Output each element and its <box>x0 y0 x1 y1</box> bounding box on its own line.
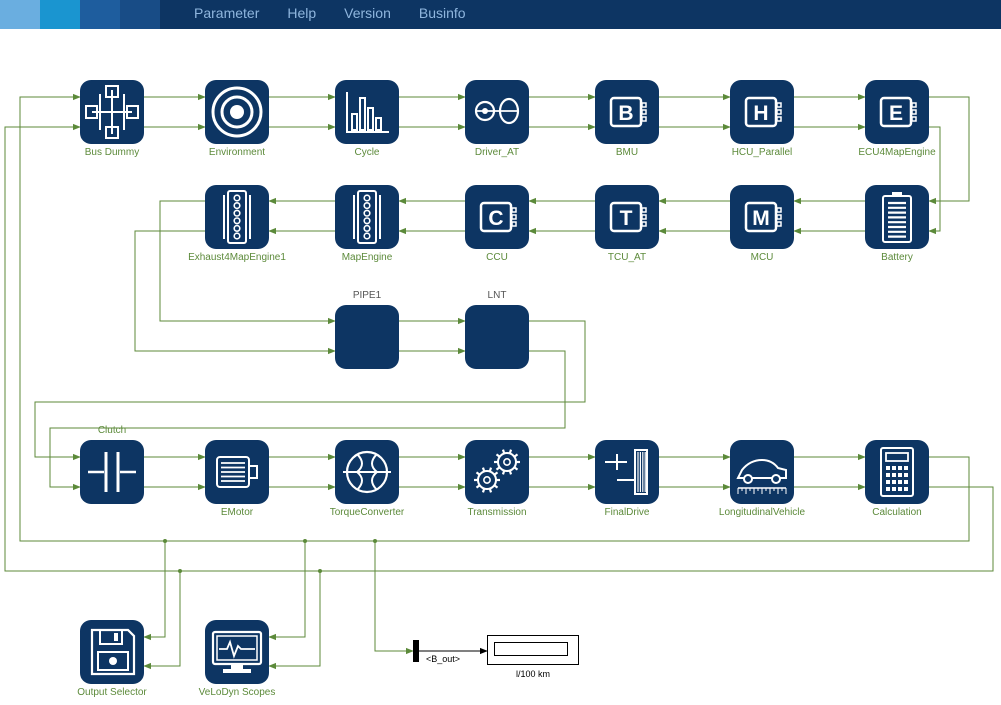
junction-4 <box>178 569 182 573</box>
clutch-label: Clutch <box>97 425 127 436</box>
junction-2 <box>303 539 307 543</box>
menu-businfo[interactable]: Businfo <box>418 5 466 21</box>
svg-text:T: T <box>620 207 633 230</box>
wire-out-sel-a <box>143 541 166 641</box>
wire-r1-r2-b <box>928 126 941 235</box>
cycle-block[interactable] <box>335 80 399 144</box>
display-label: l/100 km <box>515 669 550 679</box>
driver-at-block[interactable] <box>465 80 529 144</box>
ccu-block[interactable]: C <box>465 185 529 249</box>
junction-3 <box>373 539 377 543</box>
accent-square-2 <box>40 0 80 29</box>
bmu-block[interactable]: B <box>595 80 659 144</box>
environment-label: Environment <box>208 147 266 158</box>
battery-block[interactable] <box>865 185 929 249</box>
output-selector-block[interactable] <box>80 620 144 684</box>
wire-r2-pipe-a <box>159 200 336 325</box>
transmission-label: Transmission <box>467 507 527 518</box>
menu-version[interactable]: Version <box>344 5 391 21</box>
torque-converter-label: TorqueConverter <box>329 507 405 518</box>
accent-square-4 <box>120 0 160 29</box>
finaldrive-label: FinalDrive <box>604 507 650 518</box>
top-menu-bar: Parameter Help Version Businfo <box>0 0 1001 29</box>
wire-scope-a <box>268 541 306 641</box>
hcu-parallel-label: HCU_Parallel <box>731 147 793 158</box>
display-value <box>494 642 568 656</box>
pipe1-block[interactable] <box>335 305 399 369</box>
svg-text:M: M <box>752 207 770 230</box>
svg-text:E: E <box>889 102 903 125</box>
bus-dummy-block[interactable] <box>80 80 144 144</box>
wire-r1-r2-a <box>928 96 970 205</box>
menu-parameter[interactable]: Parameter <box>194 5 260 21</box>
wire-feedback-b <box>4 123 994 572</box>
lnt-label: LNT <box>487 290 507 301</box>
svg-text:H: H <box>753 102 768 125</box>
battery-label: Battery <box>881 252 913 263</box>
exhaust4mapengine1-label: Exhaust4MapEngine1 <box>188 252 286 263</box>
longitudinal-vehicle-label: LongitudinalVehicle <box>718 507 806 518</box>
junction-1 <box>163 539 167 543</box>
bus-dummy-label: Bus Dummy <box>84 147 140 158</box>
accent-square-3 <box>80 0 120 29</box>
driver-at-label: Driver_AT <box>474 147 520 158</box>
mcu-label: MCU <box>750 252 774 263</box>
wire-r2-pipe-b <box>134 230 336 355</box>
ecu4mapengine-label: ECU4MapEngine <box>858 147 936 158</box>
bus-selector-signal: <B_out> <box>426 654 461 664</box>
environment-block[interactable] <box>205 80 269 144</box>
clutch-block[interactable] <box>80 440 144 504</box>
wire-feedback-a <box>19 93 970 542</box>
display-block[interactable] <box>487 635 579 665</box>
ccu-label: CCU <box>486 252 508 263</box>
bus-selector[interactable] <box>413 640 419 662</box>
transmission-block[interactable] <box>465 440 529 504</box>
exhaust4mapengine1-block[interactable] <box>205 185 269 249</box>
finaldrive-block[interactable] <box>595 440 659 504</box>
torque-converter-block[interactable] <box>335 440 399 504</box>
output-selector-label: Output Selector <box>77 687 147 698</box>
pipe1-label: PIPE1 <box>352 290 382 301</box>
calculation-block[interactable] <box>865 440 929 504</box>
wire-out-sel-b <box>143 571 181 670</box>
accent-square-1 <box>0 0 40 29</box>
cycle-label: Cycle <box>354 147 380 158</box>
hcu-parallel-block[interactable]: H <box>730 80 794 144</box>
wire-lnt-clutch-b <box>49 350 566 491</box>
mcu-block[interactable]: M <box>730 185 794 249</box>
longitudinal-vehicle-block[interactable] <box>730 440 794 504</box>
wire-bus-sel <box>374 541 414 655</box>
calculation-label: Calculation <box>872 507 922 518</box>
lnt-block[interactable] <box>465 305 529 369</box>
menu-help[interactable]: Help <box>287 5 317 21</box>
ecu4mapengine-block[interactable]: E <box>865 80 929 144</box>
velodyn-scopes-block[interactable] <box>205 620 269 684</box>
velodyn-scopes-label: VeLoDyn Scopes <box>198 687 276 698</box>
tcu-at-label: TCU_AT <box>607 252 647 263</box>
svg-text:B: B <box>618 102 633 125</box>
bmu-label: BMU <box>615 147 639 158</box>
menu: Parameter Help Version Businfo <box>180 0 480 29</box>
tcu-at-block[interactable]: T <box>595 185 659 249</box>
emotor-label: EMotor <box>220 507 254 518</box>
wire-scope-b <box>268 571 321 670</box>
mapengine-label: MapEngine <box>341 252 393 263</box>
junction-5 <box>318 569 322 573</box>
mapengine-block[interactable] <box>335 185 399 249</box>
svg-text:C: C <box>488 207 503 230</box>
wire-lnt-clutch-a <box>34 320 586 461</box>
emotor-block[interactable] <box>205 440 269 504</box>
